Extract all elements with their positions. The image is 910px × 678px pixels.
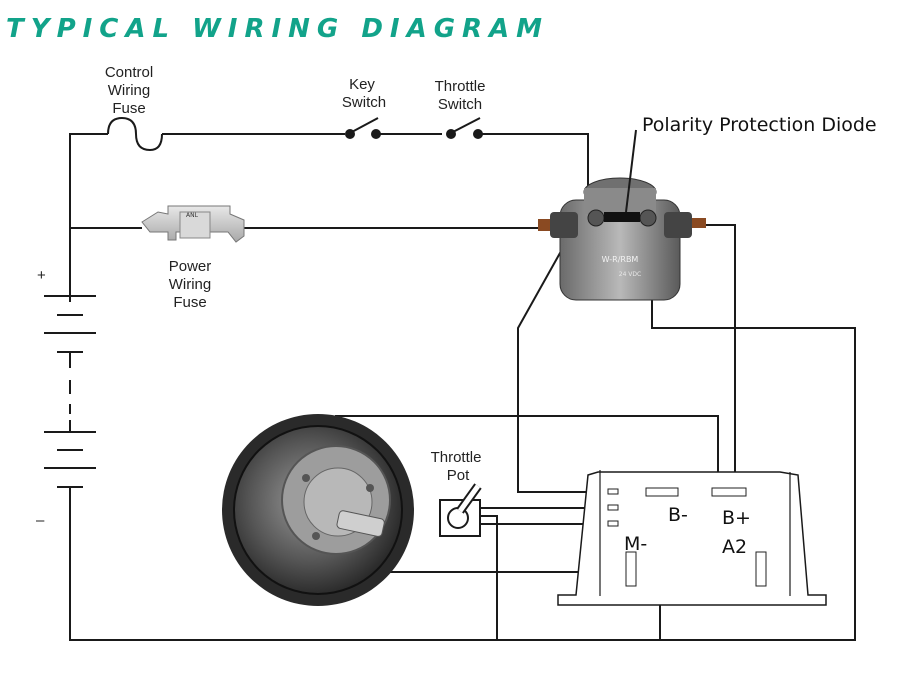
power-fuse-label-3: Fuse <box>173 294 206 311</box>
control-wire-4 <box>482 133 589 195</box>
b-plus-label: B+ <box>722 507 751 529</box>
throttle-switch: Throttle Switch <box>435 78 486 139</box>
diagram-title: TYPICAL WIRING DIAGRAM <box>6 14 549 44</box>
power-fuse-label-1: Power <box>169 258 212 275</box>
pot-wire-3 <box>480 515 498 640</box>
solenoid-text-1: W-R/RBM <box>602 255 639 264</box>
control-wire <box>69 133 108 302</box>
power-fuse: ANL Power Wiring Fuse <box>141 205 245 311</box>
diode-label: Polarity Protection Diode <box>642 114 877 136</box>
power-fuse-label-2: Wiring <box>169 276 212 293</box>
throttle-pot: Throttle Pot <box>431 449 482 537</box>
solenoid-image: W-R/RBM 24 VDC <box>538 129 706 301</box>
battery-minus-label: – <box>36 512 45 529</box>
battery-plus-label: + <box>37 267 46 284</box>
control-fuse-label-3: Fuse <box>112 100 145 117</box>
solenoid-text-2: 24 VDC <box>619 271 641 278</box>
b-minus-label: B- <box>668 504 688 526</box>
motor-image <box>222 414 414 606</box>
control-fuse-label-2: Wiring <box>108 82 151 99</box>
control-fuse: Control Wiring Fuse <box>105 64 163 152</box>
control-fuse-label-1: Control <box>105 64 153 81</box>
diode-wire <box>517 227 602 493</box>
throttle-pot-label-1: Throttle <box>431 449 482 466</box>
key-switch-label-2: Switch <box>342 94 386 111</box>
a2-label: A2 <box>722 536 747 558</box>
ground-wire <box>69 225 856 641</box>
throttle-switch-label-2: Switch <box>438 96 482 113</box>
key-switch: Key Switch <box>342 76 386 139</box>
controller: B- B+ M- A2 <box>557 470 827 606</box>
key-switch-label-1: Key <box>349 76 375 93</box>
battery: + – <box>36 267 100 529</box>
throttle-pot-label-2: Pot <box>447 467 470 484</box>
throttle-switch-label-1: Throttle <box>435 78 486 95</box>
m-minus-label: M- <box>624 533 647 555</box>
power-fuse-text: ANL <box>186 212 199 219</box>
